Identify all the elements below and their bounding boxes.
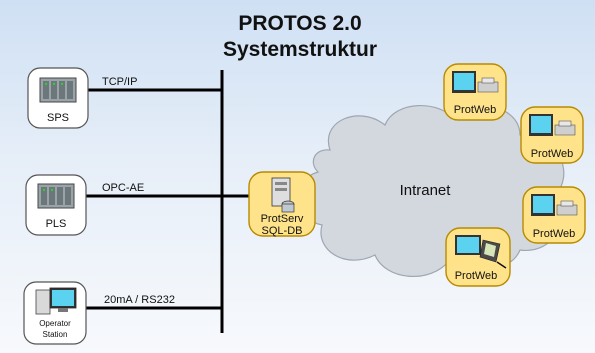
pda-icon	[455, 235, 507, 269]
operator-label-line-2: Station	[43, 330, 68, 339]
operator-label-line-1: Operator	[39, 319, 71, 328]
plc-rack-icon	[39, 77, 77, 103]
sps-label: SPS	[47, 112, 69, 124]
server-icon	[271, 177, 295, 213]
operator-connection-label: 20mA / RS232	[104, 294, 175, 306]
protweb-client-3: ProtWeb	[522, 186, 586, 244]
protserv-server: ProtServ SQL-DB	[248, 171, 316, 237]
computer-icon	[452, 71, 499, 93]
protweb-label-1: ProtWeb	[454, 104, 497, 116]
sps-connection-label: TCP/IP	[102, 76, 137, 88]
pls-device: PLS	[25, 174, 87, 236]
pls-connection-label: OPC-AE	[102, 182, 144, 194]
title-line-2: Systemstruktur	[223, 38, 377, 61]
operator-station-device: Operator Station	[23, 281, 87, 345]
workstation-icon	[35, 287, 77, 315]
computer-icon	[529, 114, 576, 136]
protweb-label-2: ProtWeb	[531, 148, 574, 160]
title-line-1: PROTOS 2.0	[238, 12, 361, 35]
protweb-client-2: ProtWeb	[520, 106, 584, 164]
protweb-client-1: ProtWeb	[443, 63, 507, 121]
protserv-label: ProtServ	[261, 213, 304, 225]
protweb-label-3: ProtWeb	[533, 228, 576, 240]
sps-device: SPS	[27, 67, 89, 129]
computer-icon	[531, 194, 578, 216]
pls-label: PLS	[46, 218, 67, 230]
intranet-label: Intranet	[400, 182, 452, 199]
sqldb-label: SQL-DB	[262, 225, 303, 237]
protweb-label-4: ProtWeb	[455, 270, 498, 282]
plc-rack-icon	[37, 183, 75, 209]
protweb-client-4: ProtWeb	[445, 227, 511, 287]
